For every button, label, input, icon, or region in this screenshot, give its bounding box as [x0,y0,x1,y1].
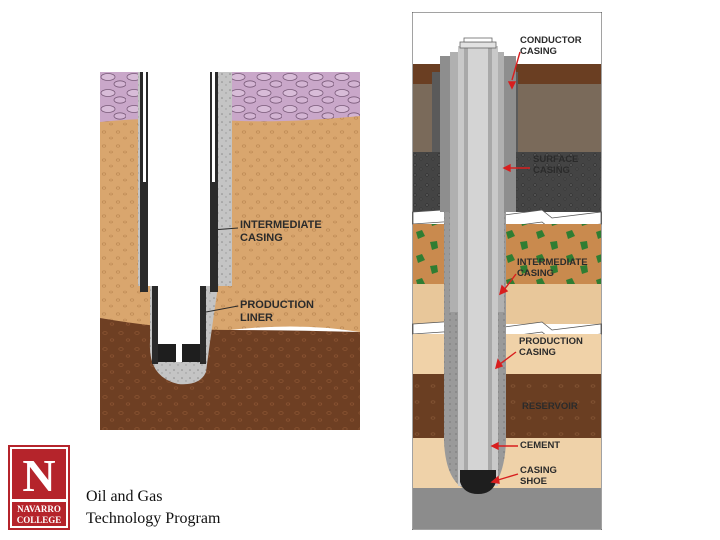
navarro-college-logo: N NAVARRO COLLEGE [8,445,70,530]
right-label-surface-casing: SURFACE CASING [533,154,578,176]
liner-shoe-right [182,344,200,362]
svg-text:N: N [22,450,55,501]
liner-left-wall [152,286,158,364]
right-label-reservoir: RESERVOIR [522,401,578,412]
left-label-production-liner: PRODUCTION LINER [240,299,314,325]
bottom-layer [413,488,601,529]
sand-formation [413,284,601,324]
right-label-conductor-casing: CONDUCTOR CASING [520,35,582,57]
liner-well-diagram [100,72,360,430]
svg-text:COLLEGE: COLLEGE [17,515,62,525]
left-label-intermediate-casing: INTERMEDIATE CASING [240,219,322,245]
program-title: Oil and Gas Technology Program [86,486,220,530]
right-label-casing-shoe: CASING SHOE [520,465,557,487]
program-title-line1: Oil and Gas [86,486,220,508]
right-label-intermediate-casing: INTERMEDIATE CASING [517,257,588,279]
liner-shoe-left [158,344,176,362]
right-label-production-casing: PRODUCTION CASING [519,336,583,358]
shale-layer [100,318,360,430]
right-label-cement: CEMENT [520,440,560,451]
program-title-line2: Technology Program [86,508,220,530]
liner-right-wall [200,286,206,364]
svg-text:NAVARRO: NAVARRO [17,504,61,514]
